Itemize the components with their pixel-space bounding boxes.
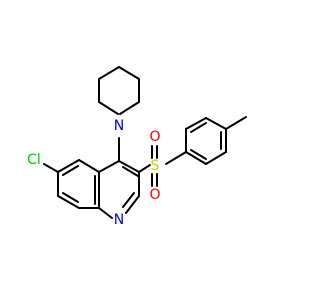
atom-label-n-quinoline: N	[114, 212, 124, 228]
bond	[122, 166, 139, 177]
bond	[98, 101, 119, 115]
bond	[190, 149, 207, 160]
atom-label-cl: Cl	[27, 152, 41, 168]
atom-label-o-bottom: O	[149, 187, 160, 203]
bond	[138, 164, 151, 173]
bond	[125, 195, 140, 214]
bond	[118, 160, 140, 173]
bond	[98, 66, 120, 80]
bond	[205, 117, 227, 130]
bond	[119, 101, 140, 115]
bond	[185, 151, 207, 165]
molecule-svg: N N Cl S O O	[27, 66, 247, 228]
bonds	[43, 66, 247, 219]
bond	[165, 151, 187, 165]
bond	[190, 122, 207, 133]
bond	[98, 207, 113, 219]
atom-label-o-top: O	[149, 129, 160, 145]
atom-label-s: S	[151, 158, 160, 174]
bond	[122, 192, 135, 208]
bond	[57, 195, 80, 209]
atom-labels: N N Cl S O O	[27, 118, 160, 228]
bond	[57, 159, 80, 173]
bond	[43, 163, 59, 173]
bond	[62, 192, 79, 203]
atom-label-n-piperidine: N	[114, 118, 124, 134]
structure-diagram: N N Cl S O O	[27, 66, 247, 228]
bond	[118, 66, 140, 80]
bond	[185, 117, 207, 130]
bond	[205, 151, 227, 165]
bond	[98, 160, 120, 173]
bond	[62, 165, 79, 176]
bond	[78, 159, 100, 173]
bond	[225, 116, 247, 130]
